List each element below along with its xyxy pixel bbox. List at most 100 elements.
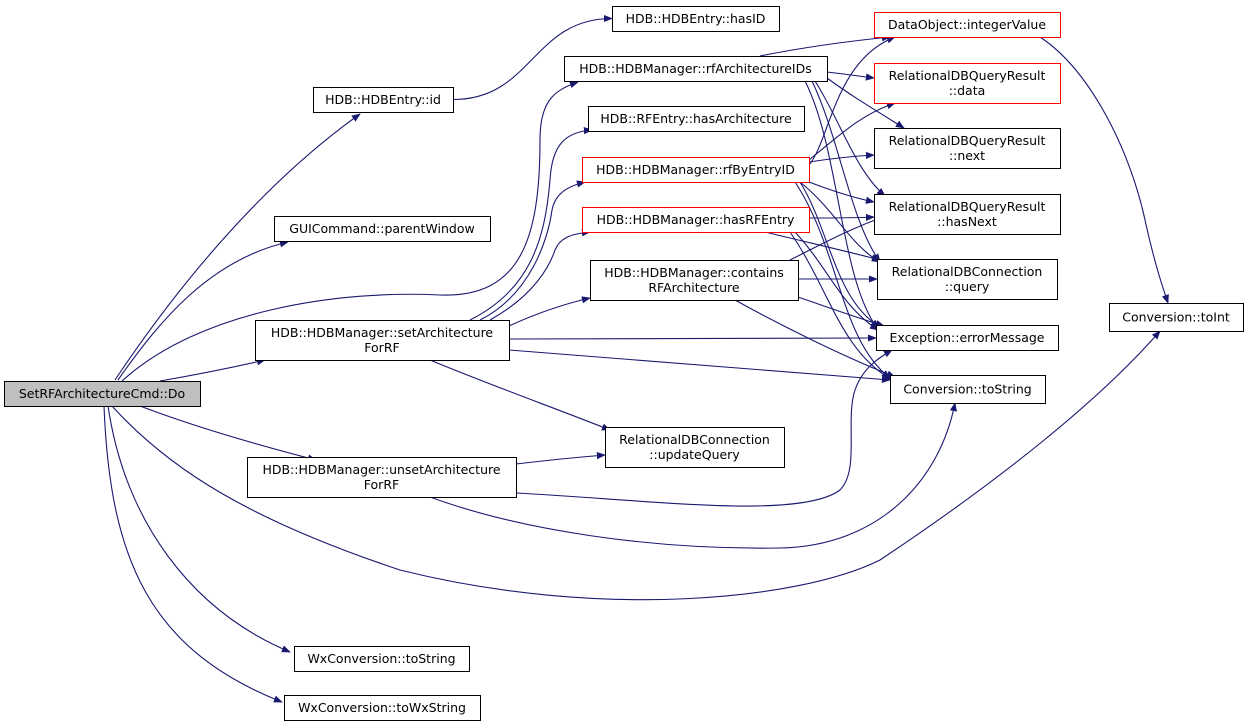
node-box <box>564 56 828 82</box>
node-label: RelationalDBQueryResult <box>889 68 1046 83</box>
node-box <box>582 157 810 183</box>
edge-rf_arch_ids-to-int_value <box>759 34 891 57</box>
edge-has_rf_entry-to-conn_query <box>764 231 881 262</box>
node-label: ::query <box>945 279 990 294</box>
edge-root-to-conv_toint <box>111 330 1161 601</box>
node-box <box>874 128 1061 169</box>
node-int-value[interactable]: DataObject::integerValue <box>874 12 1061 38</box>
edge-hdbentry_id-to-hdbentry_hasid <box>452 14 613 101</box>
edge-unset_arch-to-update_query <box>515 452 606 465</box>
edge-rf_by_entry-to-conn_query <box>799 181 881 263</box>
node-label: DataObject::integerValue <box>888 17 1046 32</box>
edge-root-to-wx_tostring <box>107 405 291 653</box>
edge-root-to-hdbentry_id <box>114 113 361 381</box>
edge-root-to-wx_towx <box>103 405 283 703</box>
node-conn-query[interactable]: RelationalDBConnection::query <box>877 259 1058 300</box>
node-box <box>294 646 470 672</box>
edge-root-to-guicmd_parent <box>117 240 289 381</box>
edge-has_rf_entry-to-qr_hasnext <box>808 213 875 222</box>
edge-has_rf_entry-to-err_msg <box>794 231 879 331</box>
node-box <box>876 325 1059 351</box>
node-box <box>890 375 1046 404</box>
edge-set_arch-to-rf_by_entry <box>479 180 586 321</box>
node-conv-tostring[interactable]: Conversion::toString <box>890 375 1046 404</box>
node-box <box>874 194 1061 235</box>
node-label: RelationalDBQueryResult <box>889 133 1046 148</box>
node-box <box>274 216 491 242</box>
node-qr-next[interactable]: RelationalDBQueryResult::next <box>874 128 1061 169</box>
edge-contains_rf-to-err_msg <box>797 296 885 328</box>
edge-root-to-set_arch <box>159 358 266 382</box>
edge-root-to-rf_arch_ids <box>121 81 579 382</box>
node-guicmd-parent[interactable]: GUICommand::parentWindow <box>274 216 491 242</box>
edge-set_arch-to-contains_rf <box>508 296 591 327</box>
node-conv-toint[interactable]: Conversion::toInt <box>1109 303 1244 332</box>
node-hdbentry-hasid[interactable]: HDB::HDBEntry::hasID <box>612 6 780 32</box>
node-label: SetRFArchitectureCmd::Do <box>19 386 185 401</box>
node-err-msg[interactable]: Exception::errorMessage <box>876 325 1059 351</box>
edge-has_rf_entry-to-conv_tostring <box>789 231 893 381</box>
node-box <box>590 260 799 301</box>
node-box <box>255 320 510 361</box>
node-label: Exception::errorMessage <box>890 330 1045 345</box>
node-label: ::next <box>949 148 985 163</box>
node-box <box>874 63 1061 104</box>
node-box <box>313 87 454 113</box>
node-label: HDB::HDBManager::rfArchitectureIDs <box>579 61 812 76</box>
node-update-query[interactable]: RelationalDBConnection::updateQuery <box>605 427 785 468</box>
node-label: HDB::HDBEntry::hasID <box>626 11 766 26</box>
edge-contains_rf-to-conv_tostring <box>734 299 896 378</box>
node-rfentry-hasarch[interactable]: HDB::RFEntry::hasArchitecture <box>588 106 805 132</box>
node-rf-by-entry[interactable]: HDB::HDBManager::rfByEntryID <box>582 157 810 183</box>
edge-set_arch-to-update_query <box>429 359 611 431</box>
node-label: Conversion::toInt <box>1122 310 1230 325</box>
node-label: WxConversion::toString <box>307 651 455 666</box>
node-wx-towx[interactable]: WxConversion::toWxString <box>284 695 481 721</box>
node-qr-hasnext[interactable]: RelationalDBQueryResult::hasNext <box>874 194 1061 235</box>
node-label: ::updateQuery <box>649 447 740 462</box>
node-label: GUICommand::parentWindow <box>289 221 474 236</box>
node-label: ForRF <box>364 340 399 355</box>
node-box <box>605 427 785 468</box>
edge-rf_arch_ids-to-qr_next <box>826 77 905 129</box>
edge-rf_by_entry-to-qr_hasnext <box>808 181 875 204</box>
node-label: HDB::RFEntry::hasArchitecture <box>600 111 792 126</box>
node-label: HDB::HDBEntry::id <box>325 92 441 107</box>
edge-rf_arch_ids-to-conn_query <box>811 80 881 263</box>
edge-rf_by_entry-to-qr_next <box>808 151 875 163</box>
edge-set_arch-to-rfentry_hasarch <box>469 127 593 321</box>
nodes: SetRFArchitectureCmd::Do HDB::HDBEntry::i… <box>4 6 1244 721</box>
node-label: RelationalDBConnection <box>892 264 1043 279</box>
node-box <box>877 259 1058 300</box>
edge-int_value-to-conv_toint <box>1039 36 1169 304</box>
node-label: ForRF <box>364 477 399 492</box>
edge-unset_arch-to-err_msg <box>515 349 893 507</box>
node-wx-tostring[interactable]: WxConversion::toString <box>294 646 470 672</box>
node-rf-arch-ids[interactable]: HDB::HDBManager::rfArchitectureIDs <box>564 56 828 82</box>
node-label: RelationalDBConnection <box>619 432 770 447</box>
edge-root-to-unset_arch <box>139 405 317 462</box>
edge-set_arch-to-has_rf_entry <box>489 229 591 321</box>
node-label: ::data <box>949 83 986 98</box>
node-box <box>1109 303 1244 332</box>
node-hdbentry-id[interactable]: HDB::HDBEntry::id <box>313 87 454 113</box>
node-label: ::hasNext <box>937 214 997 229</box>
node-root[interactable]: SetRFArchitectureCmd::Do <box>4 381 201 407</box>
node-box <box>247 457 517 498</box>
node-qr-data[interactable]: RelationalDBQueryResult::data <box>874 63 1061 104</box>
edge-rf_by_entry-to-qr_data <box>808 102 896 161</box>
node-has-rf-entry[interactable]: HDB::HDBManager::hasRFEntry <box>582 207 810 233</box>
node-label: HDB::HDBManager::unsetArchitecture <box>262 462 500 477</box>
edge-set_arch-to-conv_tostring <box>508 349 891 383</box>
node-label: HDB::HDBManager::hasRFEntry <box>597 212 795 227</box>
node-box <box>582 207 810 233</box>
edge-rf_arch_ids-to-qr_hasnext <box>814 80 886 197</box>
node-label: Conversion::toString <box>903 382 1031 397</box>
node-box <box>4 381 201 407</box>
node-label: HDB::HDBManager::contains <box>604 265 784 280</box>
node-label: RelationalDBQueryResult <box>889 199 1046 214</box>
